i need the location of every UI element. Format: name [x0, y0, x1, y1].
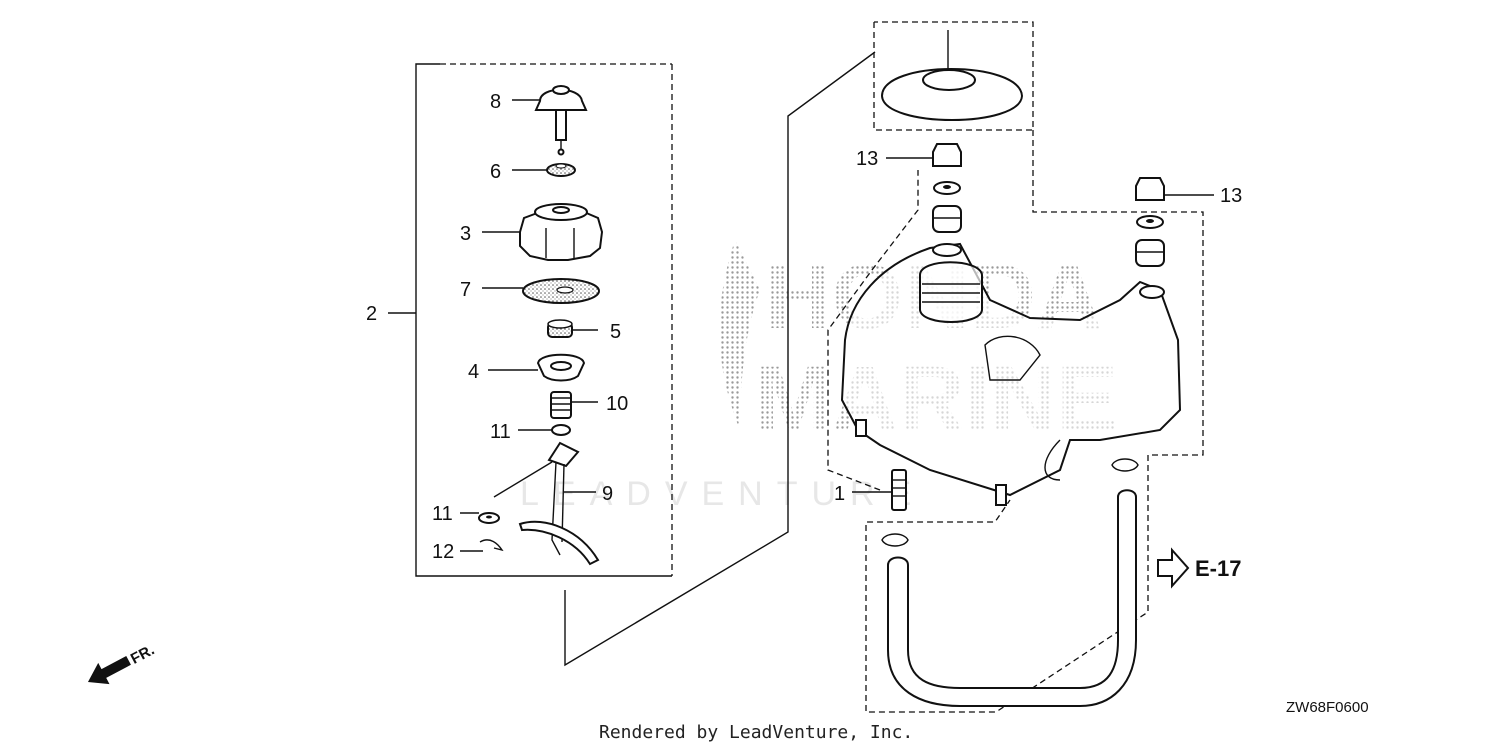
cap-assembly-box — [388, 63, 673, 577]
part-10-spring — [550, 391, 572, 419]
fuel-hose — [881, 458, 1139, 707]
reference-label[interactable]: E-17 — [1195, 556, 1241, 581]
credit-text: Rendered by LeadVenture, Inc. — [599, 722, 913, 743]
callout-numbers: 8 6 3 7 5 4 10 11 9 11 12 2 13 13 1 — [366, 91, 1242, 563]
front-arrow-icon — [87, 655, 131, 685]
callout-11-upper: 11 — [490, 421, 511, 443]
part-4-gasket — [536, 353, 586, 382]
callout-1: 1 — [834, 483, 845, 505]
callout-10: 10 — [606, 393, 628, 415]
callout-5: 5 — [610, 321, 621, 343]
reference-e17[interactable]: E-17 — [1157, 547, 1241, 589]
fuel-tank — [840, 242, 1182, 506]
left-leaders — [460, 99, 598, 552]
tank-region-lines — [564, 21, 1204, 713]
part-13-nut-right — [1135, 177, 1165, 267]
callout-11-lower: 11 — [432, 503, 453, 525]
callout-6: 6 — [490, 161, 501, 183]
part-6-washer — [546, 163, 576, 177]
callout-12: 12 — [432, 541, 454, 563]
callout-7: 7 — [460, 279, 471, 301]
part-9-gauge-arm — [493, 441, 600, 566]
callout-13-left: 13 — [856, 148, 878, 170]
part-11-washer-lower — [478, 512, 500, 524]
part-7-filter-disk — [522, 278, 600, 304]
part-5-bushing — [547, 319, 573, 338]
part-12-clip — [479, 539, 504, 552]
callout-4: 4 — [468, 361, 479, 383]
part-1-stud — [852, 469, 907, 511]
honda-wing-logo — [719, 240, 760, 430]
callout-9: 9 — [602, 483, 613, 505]
part-3-fuel-cap — [519, 203, 604, 261]
diagram-code: ZW68F0600 — [1286, 699, 1369, 716]
callout-8: 8 — [490, 91, 501, 113]
front-direction-indicator: FR. — [87, 641, 157, 685]
tank-mount-ring — [880, 30, 1024, 121]
part-8-knob — [534, 85, 588, 156]
watermark-line3: LEADVENTURE — [520, 475, 925, 513]
callout-13-right: 13 — [1220, 185, 1242, 207]
front-label: FR. — [128, 641, 157, 667]
callout-2: 2 — [366, 303, 377, 325]
part-11-washer-upper — [551, 424, 571, 436]
part-13-nut-left — [932, 143, 962, 233]
callout-3: 3 — [460, 223, 471, 245]
reference-arrow-icon — [1157, 547, 1190, 589]
